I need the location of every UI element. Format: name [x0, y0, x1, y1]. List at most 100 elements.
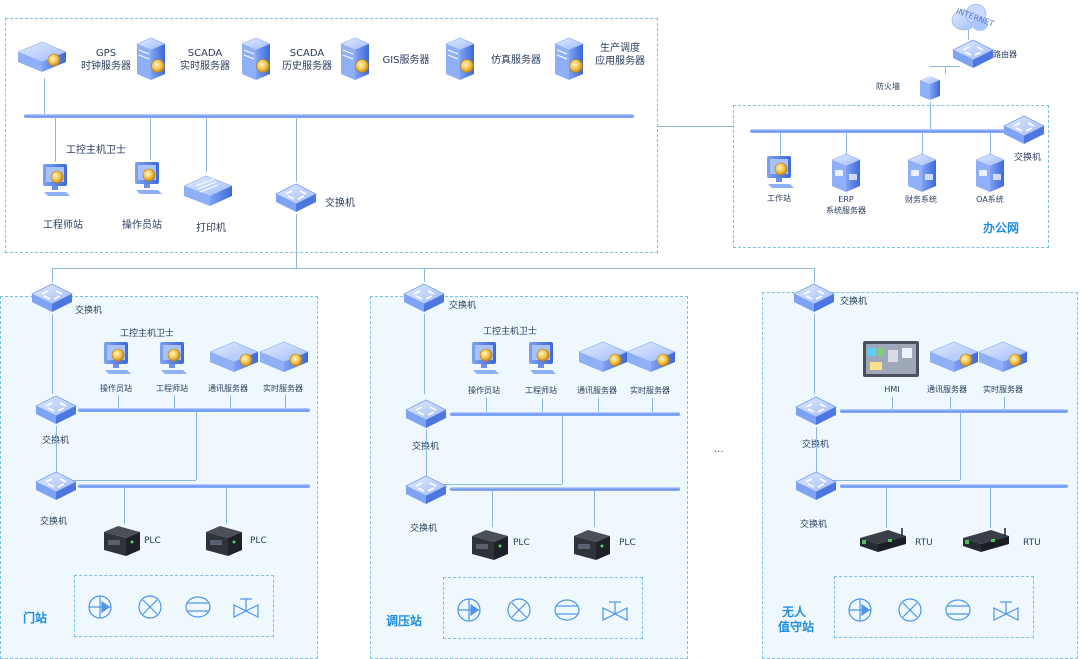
top-switch-label: 交换机	[325, 198, 355, 209]
station3-hmi-icon	[863, 341, 919, 377]
station3-rtu-2-label: RTU	[1023, 538, 1041, 548]
station3-dev-drop-1	[892, 397, 893, 409]
firewall-bus-line	[930, 102, 931, 129]
station3-top-switch-icon	[793, 283, 835, 313]
station1-valve-icon	[138, 595, 162, 619]
oa-system-icon	[975, 153, 1005, 193]
control-center-zone	[5, 18, 658, 253]
station3-bus-link-h	[816, 480, 960, 481]
station3-rtu-1-label: RTU	[915, 538, 933, 548]
station2-control-valve-icon	[602, 601, 628, 621]
station1-field-drop-2	[226, 488, 227, 524]
station1-lower-bus	[78, 484, 310, 488]
station2-mid-switch-label: 交换机	[412, 442, 439, 453]
station2-field-drop-1	[492, 491, 493, 527]
office-workstation-icon	[766, 155, 795, 189]
station1-pump-icon	[88, 595, 112, 619]
station3-flowmeter-icon	[945, 599, 971, 621]
station2-low-riser	[426, 430, 427, 478]
production-server-label-1: 生产调度	[600, 43, 640, 54]
station1-plc-1-label: PLC	[144, 536, 161, 546]
station2-engineer-icon	[528, 341, 557, 375]
station2-plc-2-label: PLC	[619, 538, 636, 548]
top-security-guard-label: 工控主机卫士	[66, 145, 126, 156]
station-unattended-title-2: 值守站	[778, 620, 815, 634]
gps-server-icon	[17, 41, 67, 73]
station1-upper-bus	[78, 408, 310, 412]
station1-field-box	[74, 575, 274, 637]
station-unattended-title-1: 无人	[782, 605, 807, 619]
station2-dev-drop-2	[542, 398, 543, 412]
station2-plc-1-label: PLC	[513, 538, 530, 548]
operator-station-icon	[134, 161, 163, 195]
station3-low-switch-icon	[795, 471, 837, 501]
center-trunk-line	[296, 214, 297, 268]
station1-comm-server-label: 通讯服务器	[208, 384, 248, 393]
station3-rt-server-icon	[978, 341, 1028, 373]
scada-realtime-label-1: SCADA	[187, 48, 223, 59]
station3-control-valve-icon	[993, 601, 1019, 621]
office-switch-label: 交换机	[1014, 153, 1042, 163]
simulation-server-label: 仿真服务器	[491, 55, 541, 66]
more-stations-ellipsis: ...	[714, 444, 724, 455]
station1-rt-server-label: 实时服务器	[263, 384, 303, 393]
finance-system-label: 财务系统	[905, 195, 937, 204]
station2-main-riser	[424, 314, 425, 394]
erp-label-1: ERP	[838, 195, 854, 204]
station1-mid-switch-icon	[35, 395, 77, 425]
station1-engineer-icon	[159, 341, 188, 375]
scada-history-label-1: SCADA	[289, 48, 325, 59]
station2-operator-label: 操作员站	[468, 386, 500, 395]
station1-low-riser	[56, 426, 57, 472]
station3-hmi-label: HMI	[884, 385, 900, 394]
internet-router-line	[968, 30, 969, 40]
station2-low-switch-icon	[405, 475, 447, 505]
station2-bus-link-h	[426, 484, 562, 485]
station1-plc-1-icon	[104, 526, 140, 556]
station1-top-switch-icon	[31, 283, 73, 313]
station2-plc-1-icon	[472, 530, 508, 560]
station1-flowmeter-icon	[185, 596, 211, 618]
station2-flowmeter-icon	[554, 599, 580, 621]
station1-bus-link	[196, 412, 197, 480]
station1-operator-icon	[103, 341, 132, 375]
station2-rt-server-label: 实时服务器	[630, 386, 670, 395]
erp-label-2: 系统服务器	[826, 206, 866, 215]
station1-low-switch-label: 交换机	[40, 517, 68, 527]
scada-realtime-label-2: 实时服务器	[180, 61, 230, 72]
station1-dev-drop-2	[174, 395, 175, 408]
station3-field-drop-1	[886, 488, 887, 528]
station3-pump-icon	[848, 598, 872, 622]
station3-field-box	[834, 576, 1034, 638]
station3-mid-switch-icon	[795, 396, 837, 426]
station2-top-switch-icon	[403, 283, 445, 313]
station2-dev-drop-1	[486, 398, 487, 412]
station3-rtu-1-icon	[859, 528, 907, 553]
station3-rt-server-label: 实时服务器	[983, 385, 1023, 394]
station2-mid-switch-icon	[405, 399, 447, 429]
station2-operator-icon	[471, 341, 500, 375]
engineer-drop-line	[55, 118, 56, 162]
station3-lower-bus	[840, 484, 1068, 488]
station3-top-switch-label: 交换机	[840, 297, 868, 307]
top-switch-icon	[275, 183, 317, 213]
simulation-server-icon	[445, 37, 475, 81]
station2-trunk-drop	[424, 268, 425, 282]
station3-mid-switch-label: 交换机	[802, 440, 829, 451]
station1-engineer-label: 工程师站	[156, 384, 188, 393]
station2-pump-icon	[457, 598, 481, 622]
station3-low-riser	[816, 427, 817, 473]
station2-rt-server-icon	[626, 341, 676, 373]
finance-drop-line	[922, 133, 923, 155]
station1-bus-link-h	[56, 480, 196, 481]
top-switch-drop-line	[296, 118, 297, 182]
station3-rtu-2-icon	[962, 528, 1010, 553]
oa-drop-line	[990, 133, 991, 155]
gis-server-label: GIS服务器	[382, 55, 430, 66]
station3-comm-server-label: 通讯服务器	[927, 385, 967, 394]
station1-operator-label: 操作员站	[100, 384, 132, 393]
gis-server-icon	[340, 37, 370, 81]
office-network-title: 办公网	[983, 221, 1020, 235]
station1-trunk-drop	[52, 268, 53, 282]
station1-mid-switch-label: 交换机	[42, 436, 69, 447]
